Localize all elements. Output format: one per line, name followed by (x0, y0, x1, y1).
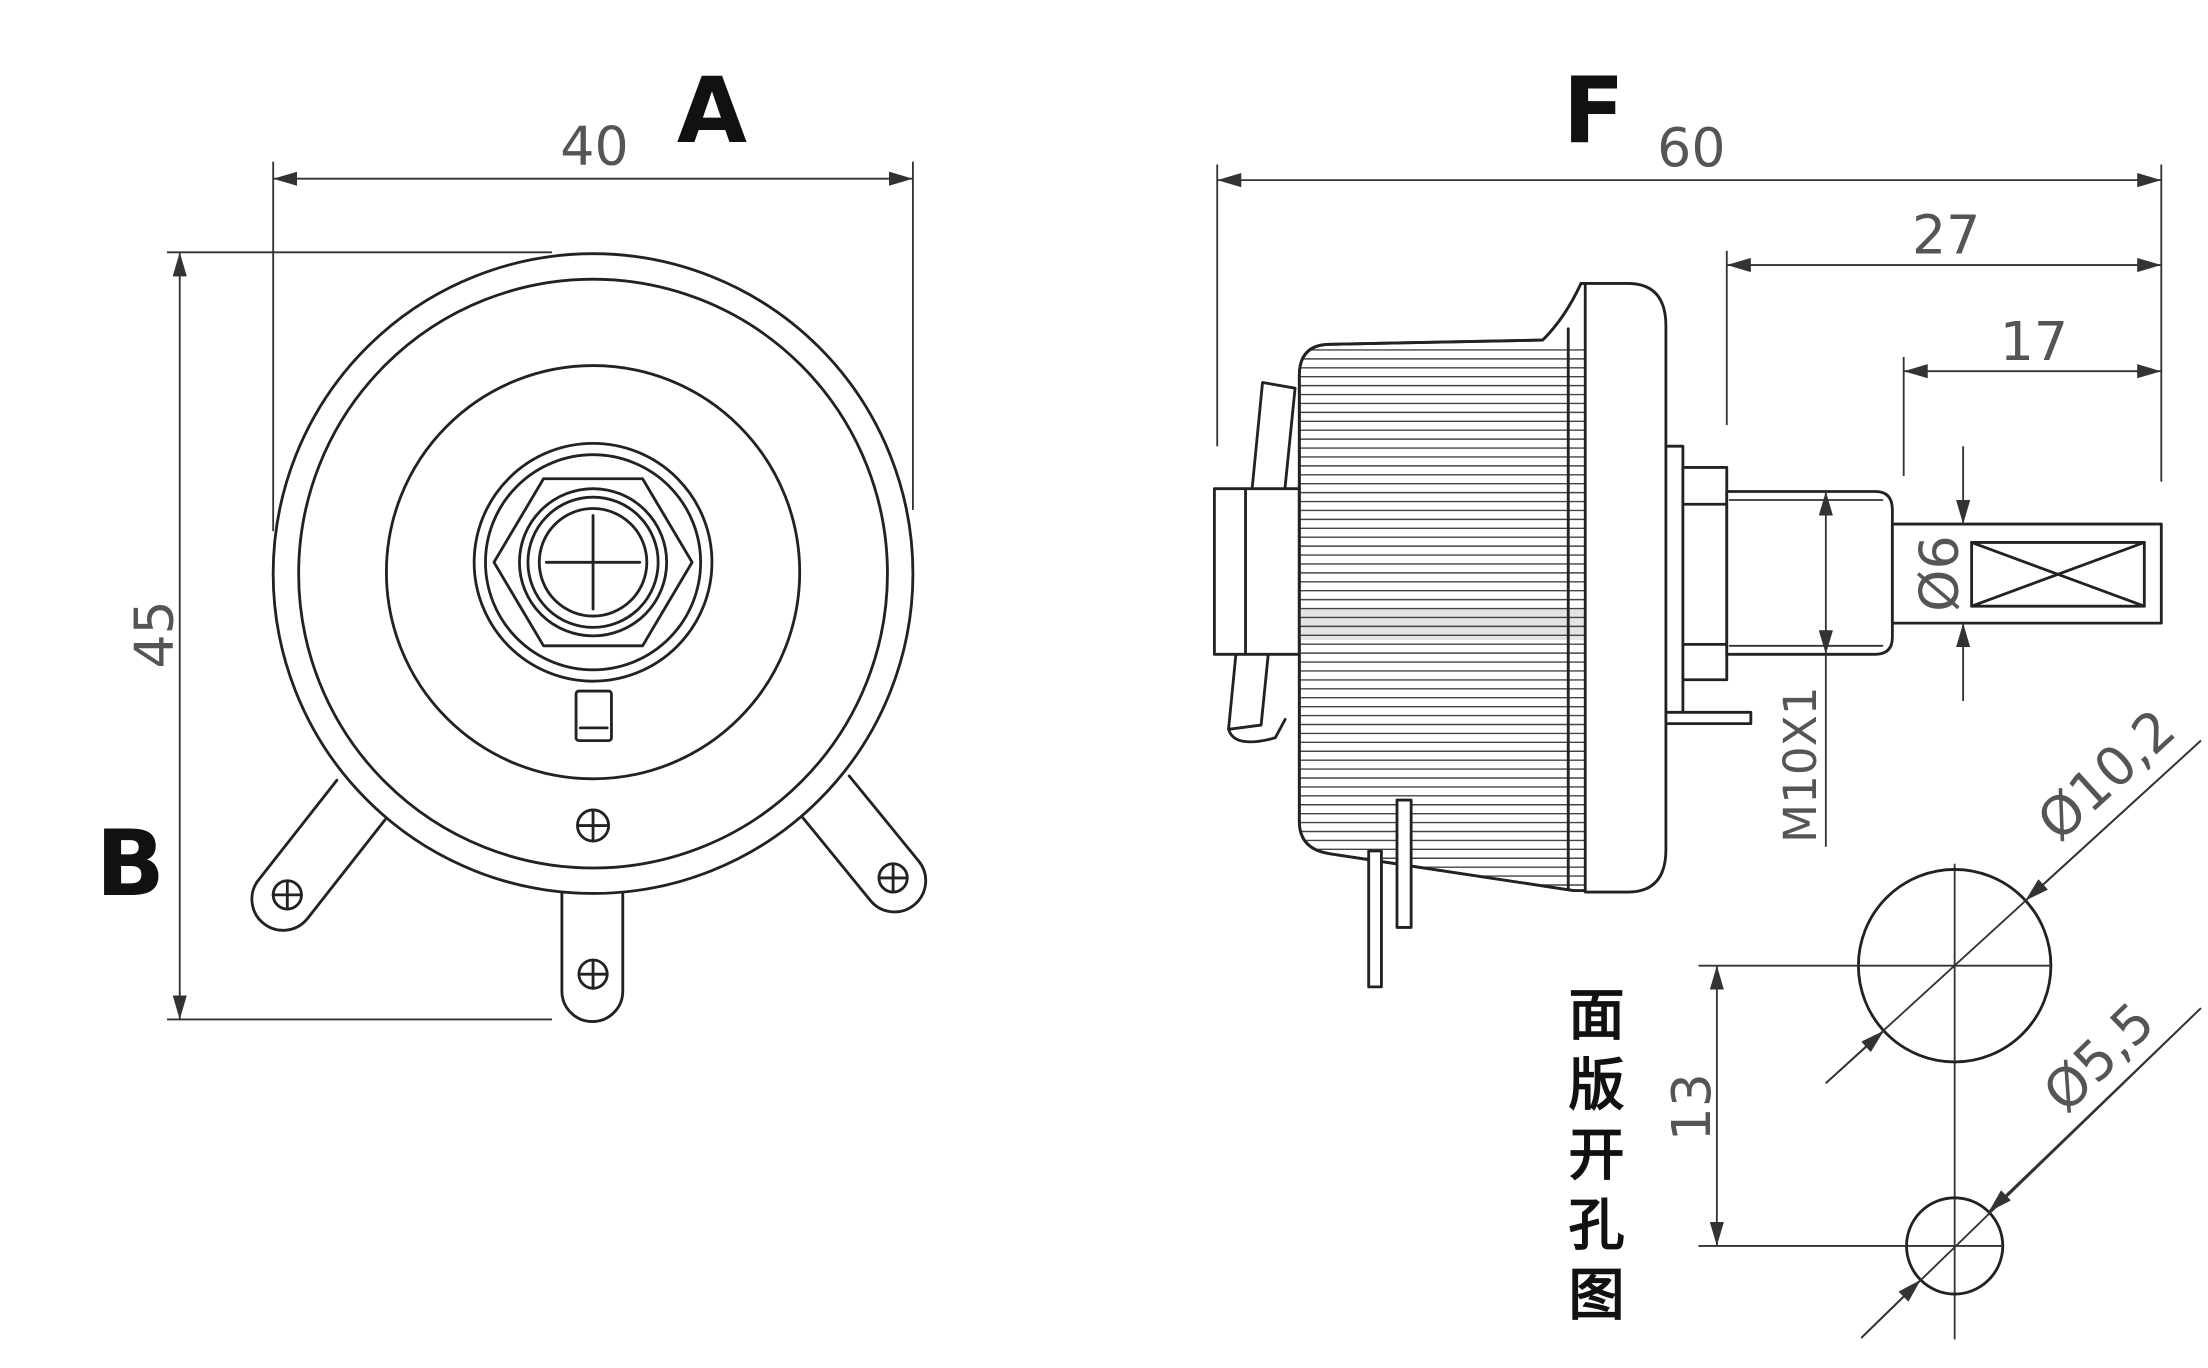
view-label-b: B (96, 812, 165, 917)
shaft-flat (1970, 541, 2146, 608)
dimension-thread: M10X1 (1774, 491, 1833, 847)
dimension-text-width: 40 (560, 115, 628, 178)
panel-cutout-title: 面版开孔图 (1559, 985, 1624, 1335)
dimension-text-shaft-diameter: Ø6 (1907, 535, 1970, 612)
panel-cutout: Ø10,2 Ø5,5 13 (1660, 697, 2202, 1340)
bushing (1664, 444, 1894, 726)
shaft-end (537, 507, 649, 618)
terminal-lug (560, 884, 625, 1023)
mounting-nut (472, 441, 714, 683)
screw-icon (271, 879, 303, 911)
threaded-bushing (1725, 490, 1894, 656)
front-flange (1583, 282, 1668, 894)
screw-icon (577, 958, 609, 990)
dimension-text-hole-spacing: 13 (1660, 1073, 1723, 1141)
terminal-pin (1367, 849, 1383, 989)
screw-icon (877, 862, 909, 894)
dimension-height: 45 (123, 251, 552, 1021)
dimension-text-height: 45 (123, 600, 186, 668)
housing-outline (1297, 282, 1589, 893)
washer (1664, 444, 1685, 717)
housing-ribs (1299, 349, 1587, 891)
front-view: A B 40 45 (96, 59, 928, 1023)
dimension-text-small-hole: Ø5,5 (2031, 990, 2167, 1124)
dimension-small-hole: Ø5,5 (1860, 990, 2202, 1339)
dimension-text-thread: M10X1 (1774, 686, 1827, 843)
dimension-hole-spacing: 13 (1660, 965, 1724, 1246)
arrow (1825, 1030, 1885, 1084)
dimension-text-27: 27 (1912, 204, 1980, 267)
dimension-text-60: 60 (1657, 116, 1725, 179)
dimension-width: 40 (272, 115, 914, 532)
arrow (1860, 1279, 1922, 1339)
terminal-right (799, 774, 928, 914)
terminal-lug (250, 778, 387, 932)
hex-nut (492, 477, 694, 648)
housing-inner-rim (297, 277, 889, 870)
dimension-bushing-shaft: 27 (1725, 204, 2162, 425)
housing-face (384, 364, 802, 781)
housing-screw-icon (576, 808, 611, 843)
dimension-text-17: 17 (2000, 310, 2068, 373)
shaft (1890, 522, 2163, 625)
locating-tab (1664, 710, 1753, 726)
ribbed-housing (1297, 282, 1589, 893)
rear-nut (1212, 487, 1301, 656)
dimension-shaft: 17 (1902, 310, 2162, 476)
view-label-f: F (1563, 59, 1625, 164)
terminal-pin (1395, 798, 1413, 929)
side-hex-nut (1681, 466, 1729, 682)
anti-rotation-tab (574, 689, 613, 743)
terminal-middle (560, 884, 625, 1023)
dimension-shaft-diameter: Ø6 (1907, 446, 1970, 701)
side-view: F 60 27 17 (1212, 59, 2163, 989)
rear-bracket (1212, 381, 1301, 744)
arrow (2024, 739, 2202, 902)
arrow (1987, 1007, 2202, 1213)
dimension-overall-length: 60 (1216, 116, 2163, 482)
view-label-a: A (677, 59, 747, 164)
terminal-left (250, 778, 387, 932)
